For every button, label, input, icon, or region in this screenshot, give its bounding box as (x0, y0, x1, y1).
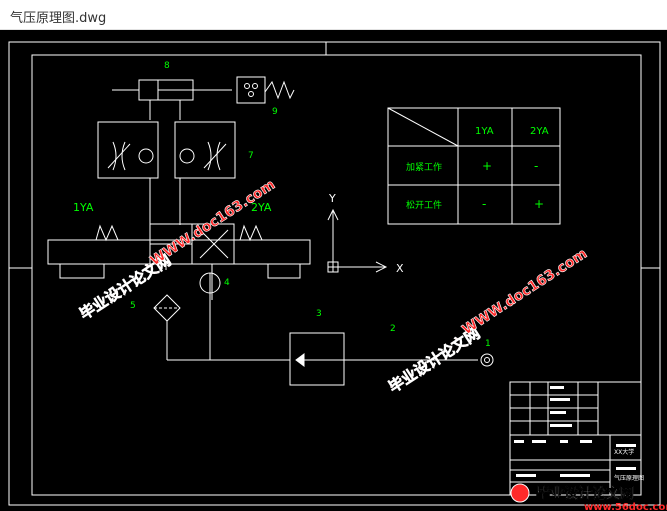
table-header-2ya: 2YA (530, 126, 549, 137)
table-cell-2-2: + (534, 197, 544, 211)
footer-logo: 毕业设计论文网 www.56doc.com (510, 483, 667, 511)
table-cell-1-1: + (482, 159, 492, 173)
logo-icon (510, 483, 530, 503)
axis-x-label: X (396, 262, 404, 275)
cad-drawing: 1 2 3 4 5 7 8 9 1YA 2YA 1YA 2YA 加紧工作 松开工… (8, 41, 667, 511)
table-row-label-2: 松开工件 (406, 199, 442, 211)
table-header-1ya: 1YA (475, 126, 494, 137)
label-3: 3 (316, 309, 322, 319)
axis-labels: Y X (328, 192, 404, 275)
title-block[interactable] (509, 381, 642, 496)
inlet (480, 353, 494, 367)
component-labels: 1 2 3 4 5 7 8 9 1YA 2YA 1YA 2YA 加紧工作 松开工… (73, 61, 549, 349)
label-5: 5 (130, 301, 136, 311)
table-cell-2-1: - (482, 197, 486, 211)
solenoid-table (387, 107, 561, 225)
window-titlebar: 气压原理图.dwg (0, 0, 667, 30)
label-1ya: 1YA (73, 201, 94, 214)
filter (153, 293, 290, 361)
label-2: 2 (390, 324, 396, 334)
title-block-texts: XX大学 气压原理图 (614, 448, 644, 482)
title-block-name: 气压原理图 (614, 474, 644, 482)
inner-frame (31, 54, 642, 496)
drawing-border (8, 41, 661, 506)
window-title: 气压原理图.dwg (10, 11, 107, 26)
table-row-label-1: 加紧工作 (406, 161, 442, 173)
footer-site: 毕业设计论文网 (536, 485, 634, 502)
table-cell-1-2: - (534, 159, 538, 173)
label-7: 7 (248, 151, 254, 161)
cylinder (112, 79, 232, 120)
watermark-url-b: WWW.doc163.com (459, 246, 590, 339)
label-2ya: 2YA (251, 201, 272, 214)
flow-control-left (97, 121, 159, 179)
ucs-axes (327, 208, 388, 273)
air-source (289, 332, 345, 386)
drawing-canvas[interactable]: 1 2 3 4 5 7 8 9 1YA 2YA 1YA 2YA 加紧工作 松开工… (0, 30, 667, 511)
directional-valve (47, 223, 311, 300)
footer-url: www.56doc.com (584, 502, 667, 511)
label-4: 4 (224, 278, 230, 288)
label-1: 1 (485, 339, 491, 349)
title-block-text-bars (514, 386, 636, 477)
valve-9 (236, 76, 295, 104)
axis-y-label: Y (328, 192, 336, 205)
label-9: 9 (272, 107, 278, 117)
label-8: 8 (164, 61, 170, 71)
flow-control-right (174, 121, 236, 179)
title-block-company: XX大学 (614, 448, 634, 456)
watermark-url-a: WWW.doc163.com (147, 177, 278, 270)
